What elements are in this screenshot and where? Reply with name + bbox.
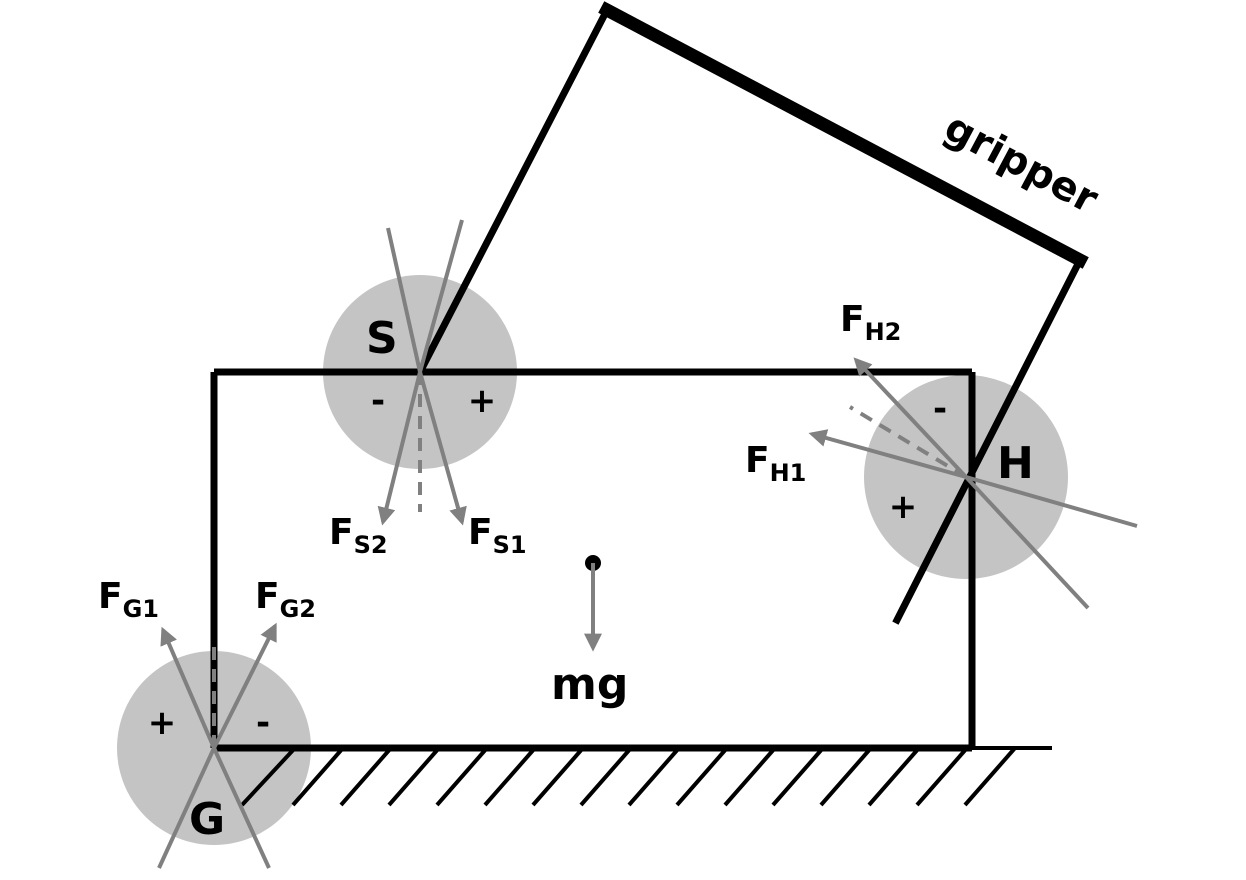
point-label-s: S bbox=[366, 313, 398, 364]
force-arrow-fg2 bbox=[212, 622, 277, 749]
gripper-label: gripper bbox=[937, 104, 1106, 223]
force-label-fs2: FS2 bbox=[329, 512, 388, 559]
gripper-outline bbox=[415, 1, 1089, 625]
point-label-g: G bbox=[189, 794, 225, 845]
cone-boundary-lines bbox=[157, 219, 1138, 869]
force-label-fs1: FS1 bbox=[468, 512, 527, 559]
sign-h-plus: + bbox=[889, 487, 918, 527]
sign-g-minus: - bbox=[256, 703, 270, 743]
force-arrow-fg1 bbox=[160, 626, 216, 749]
ground-hatching bbox=[240, 746, 1052, 807]
force-arrow-fs2 bbox=[377, 371, 422, 526]
sign-s-plus: + bbox=[468, 381, 497, 421]
force-arrow-fh2 bbox=[853, 357, 968, 479]
normal-lines bbox=[212, 372, 968, 748]
force-label-fh2: FH2 bbox=[840, 299, 901, 346]
box-object bbox=[210, 368, 976, 752]
force-arrow-fh1 bbox=[808, 429, 967, 479]
sign-h-minus: - bbox=[933, 389, 947, 429]
mg-label: mg bbox=[551, 659, 628, 710]
force-label-fg1: FG1 bbox=[98, 576, 159, 623]
sign-s-minus: - bbox=[371, 381, 385, 421]
sign-g-plus: + bbox=[148, 703, 177, 743]
force-label-fg2: FG2 bbox=[255, 576, 316, 623]
force-arrow-fs1 bbox=[418, 371, 467, 526]
force-label-fh1: FH1 bbox=[745, 440, 806, 487]
point-label-h: H bbox=[997, 438, 1034, 489]
